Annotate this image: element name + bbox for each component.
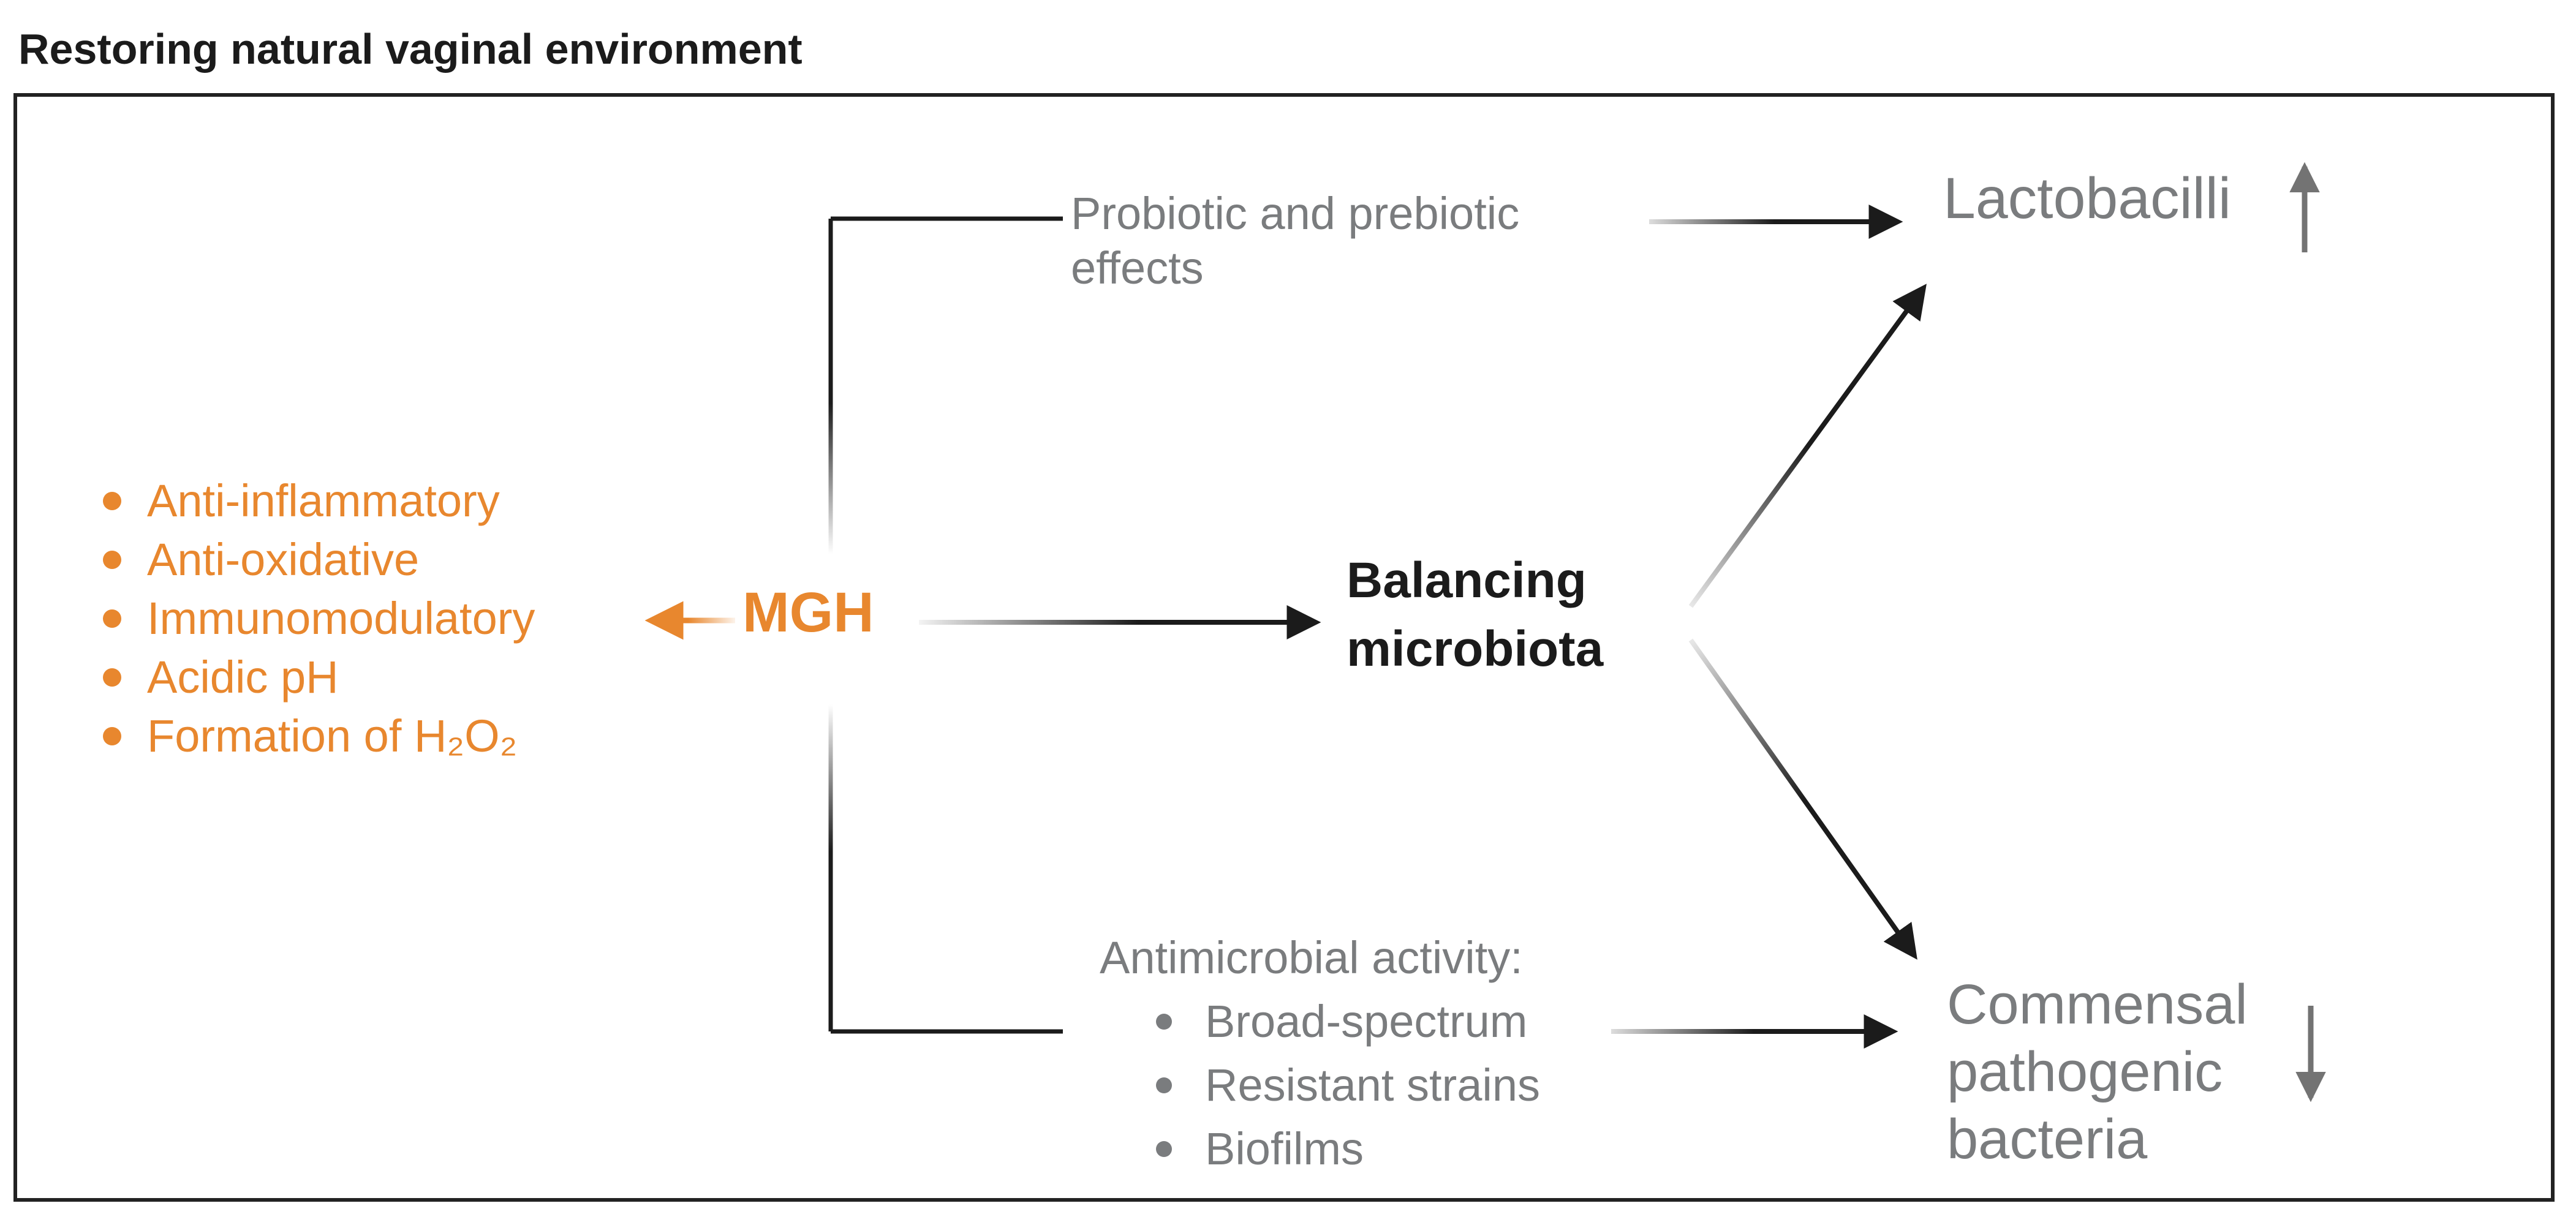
mgh-properties-list: Anti-inflammatory Anti-oxidative Immunom… (92, 472, 535, 766)
antimicrobial-item-label: Resistant strains (1205, 1060, 1540, 1110)
bullet-icon (103, 668, 121, 687)
antimicrobial-activity-node: Antimicrobial activity: Broad-spectrum R… (1100, 926, 1540, 1181)
mgh-node: MGH (742, 581, 874, 644)
bullet-icon (103, 492, 121, 510)
page-title: Restoring natural vaginal environment (18, 25, 803, 73)
antimicrobial-list: Broad-spectrum Resistant strains Biofilm… (1100, 990, 1540, 1181)
list-item: Formation of H₂O₂ (92, 707, 535, 766)
property-label: Acidic pH (147, 652, 339, 703)
bullet-icon (103, 609, 121, 628)
list-item: Resistant strains (1100, 1054, 1540, 1117)
list-item: Acidic pH (92, 648, 535, 707)
antimicrobial-heading: Antimicrobial activity: (1100, 932, 1523, 983)
list-item: Immunomodulatory (92, 589, 535, 648)
lactobacilli-node: Lactobacilli (1943, 166, 2231, 231)
list-item: Anti-oxidative (92, 530, 535, 589)
commensal-pathogenic-bacteria-node: Commensal pathogenic bacteria (1947, 973, 2248, 1170)
bullet-icon (103, 551, 121, 569)
property-label: Anti-oxidative (147, 534, 420, 585)
bullet-icon (103, 727, 121, 745)
bullet-icon (1156, 1077, 1172, 1093)
list-item: Broad-spectrum (1100, 990, 1540, 1054)
antimicrobial-item-label: Biofilms (1205, 1123, 1364, 1174)
bullet-icon (1156, 1141, 1172, 1157)
antimicrobial-item-label: Broad-spectrum (1205, 996, 1528, 1047)
list-item: Biofilms (1100, 1117, 1540, 1181)
property-label: Immunomodulatory (147, 593, 535, 644)
property-label: Anti-inflammatory (147, 475, 500, 526)
probiotic-effects-node: Probiotic and prebiotic effects (1071, 188, 1520, 293)
list-item: Anti-inflammatory (92, 472, 535, 530)
property-label: Formation of H₂O₂ (147, 710, 518, 761)
balancing-microbiota-node: Balancing microbiota (1347, 552, 1604, 677)
diagram-frame (13, 93, 2555, 1202)
bullet-icon (1156, 1014, 1172, 1030)
